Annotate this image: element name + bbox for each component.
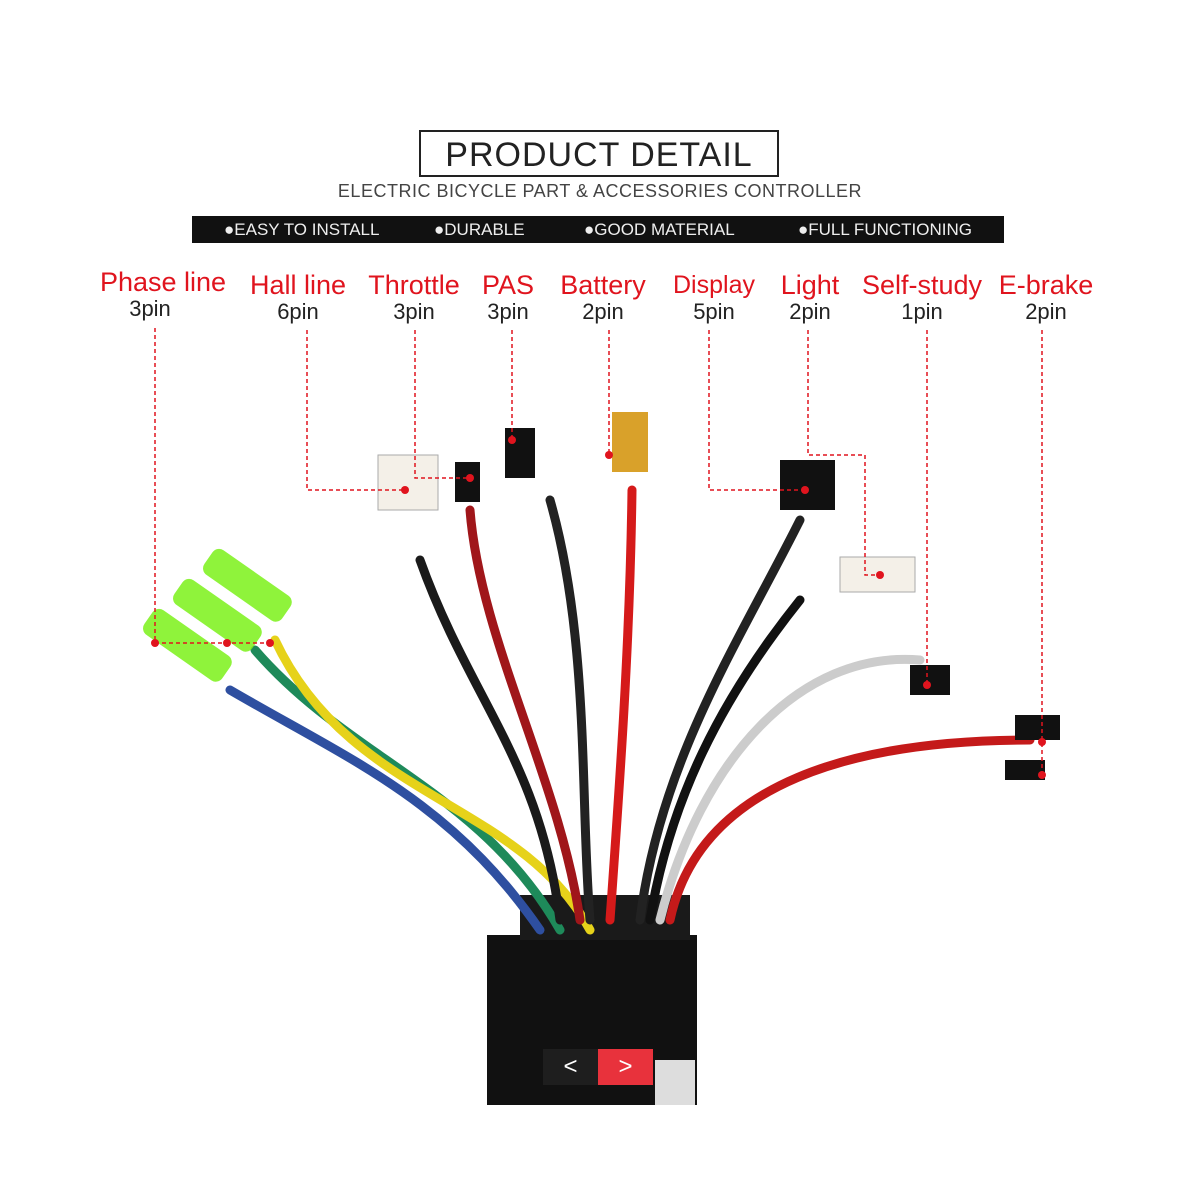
label-pins: 3pin [487,299,529,324]
feature-easy-install: ●EASY TO INSTALL [224,220,380,239]
wires [225,485,1035,935]
label-name: PAS [481,270,535,300]
subtitle: ELECTRIC BICYCLE PART & ACCESSORIES CONT… [337,181,863,201]
label-name: Display [673,271,755,299]
label-pins: 3pin [393,299,435,324]
label-pins: 5pin [693,299,735,324]
label-name: Phase line [99,267,227,297]
label-pins: 6pin [277,299,319,324]
label-pins: 2pin [789,299,831,324]
controller-label-sticker [655,1060,695,1105]
carousel-next-button[interactable]: > [598,1049,653,1085]
leader-lines [154,328,1043,775]
connectors [143,412,1060,780]
label-pins: 2pin [582,299,624,324]
label-pins: 3pin [129,296,171,321]
feature-durable: ●DURABLE [434,220,525,239]
label-name: E-brake [998,270,1094,300]
label-name: Battery [560,270,646,300]
label-name: Throttle [368,270,460,300]
feature-full-functioning: ●FULL FUNCTIONING [798,220,972,239]
label-pins: 2pin [1025,299,1067,324]
feature-good-material: ●GOOD MATERIAL [584,220,735,239]
label-name: Light [780,270,840,300]
feature-bar: ●EASY TO INSTALL ●DURABLE ●GOOD MATERIAL… [192,216,1004,243]
label-name: Self-study [861,270,983,300]
carousel-prev-button[interactable]: < [543,1049,598,1085]
leader-dots [151,436,1046,779]
label-name: Hall line [249,270,347,300]
label-pins: 1pin [901,299,943,324]
page-title: PRODUCT DETAIL [419,130,779,177]
